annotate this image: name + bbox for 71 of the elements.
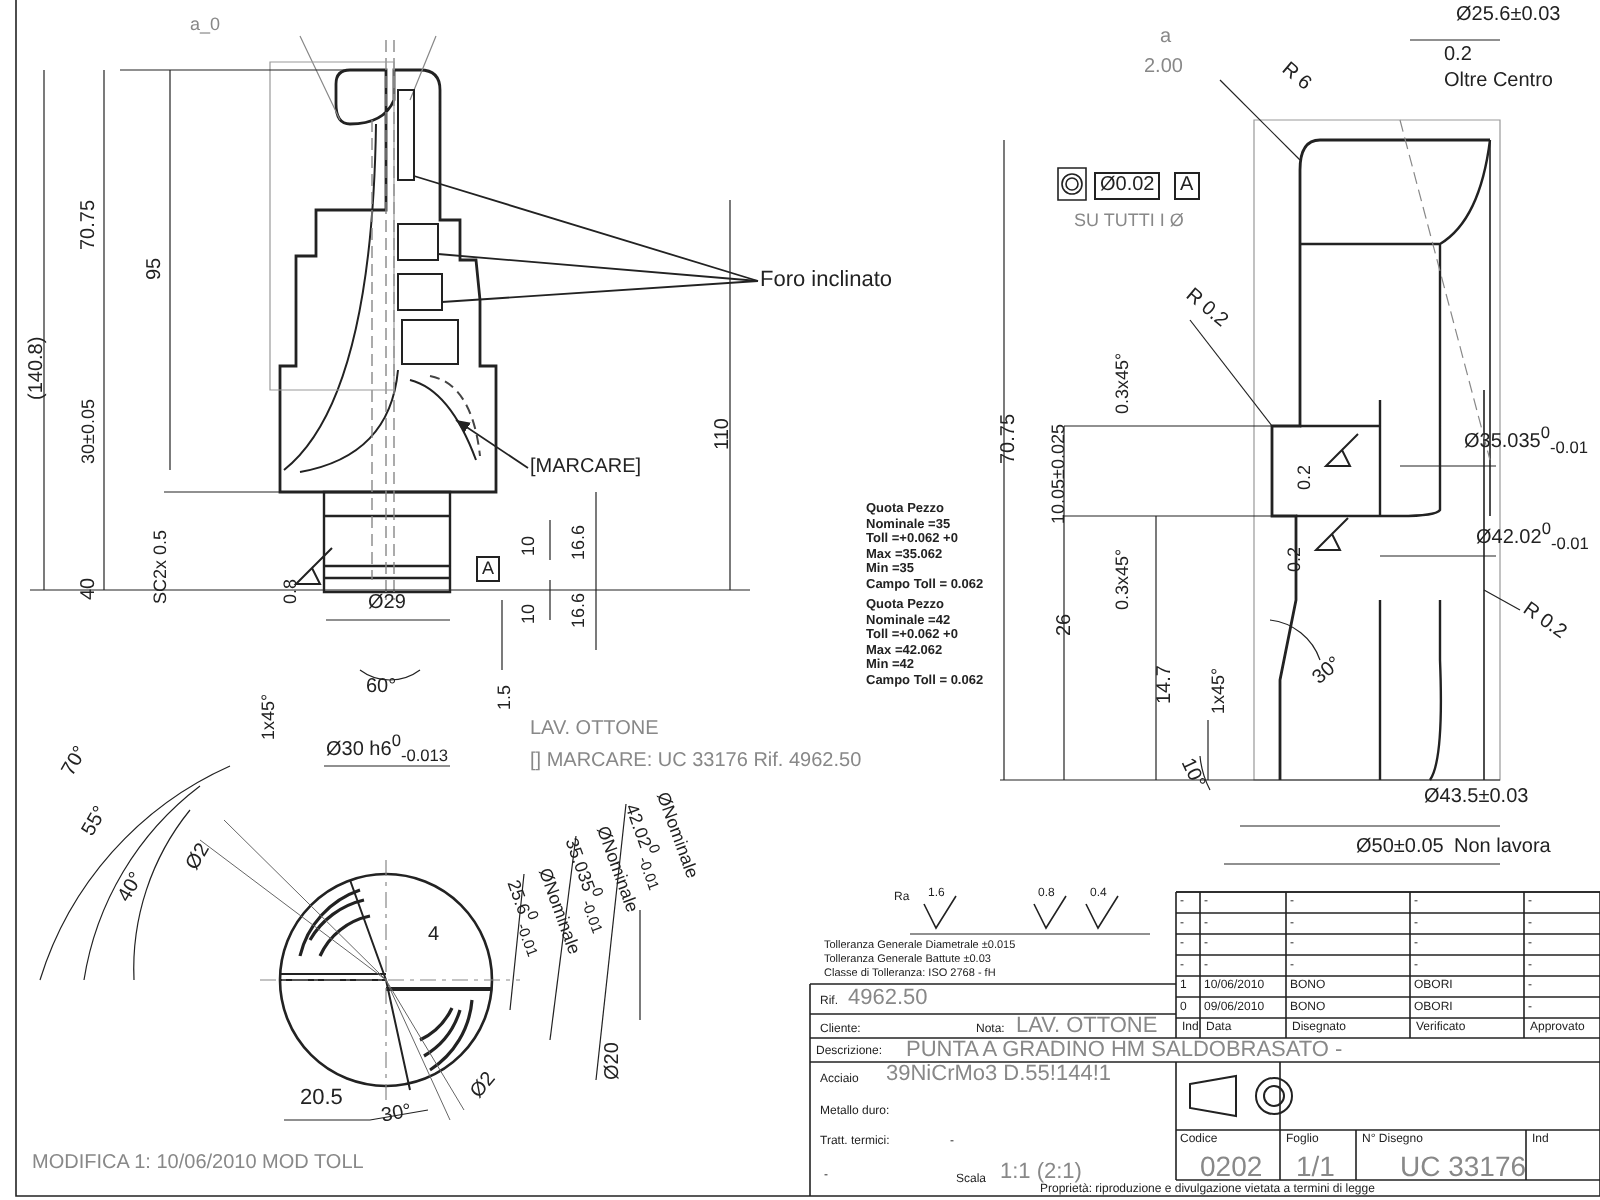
- dimension-text: Ø50±0.05: [1356, 838, 1444, 858]
- dimension-text: Ø43.5±0.03: [1424, 788, 1529, 808]
- callout-label: [MARCARE]: [530, 458, 642, 478]
- leader-line: [455, 419, 529, 469]
- view-label: a_0: [190, 16, 221, 34]
- dimension-text: 95: [146, 257, 166, 280]
- dimension-text: 10°: [1175, 756, 1207, 792]
- leader-line: [441, 280, 759, 303]
- dimension-text: Ø25.6±0.03: [1456, 6, 1561, 26]
- dimension-text: 0.3x45°: [1114, 352, 1132, 414]
- datum-label: A: [476, 556, 501, 582]
- view-label: 2.00: [1144, 58, 1183, 78]
- dimension-text: 4: [428, 926, 440, 946]
- surface-finish-value: 0.8: [282, 578, 300, 604]
- dimension-text: 30°: [1310, 654, 1347, 690]
- dimension-text: 1x45°: [1210, 667, 1228, 714]
- note-text: [] MARCARE: UC 33176 Rif. 4962.50: [530, 752, 862, 772]
- dimension-text: Ø20: [604, 1042, 624, 1080]
- surface-finish-value: 0.2: [1296, 464, 1314, 490]
- dimension-text: Ø29: [368, 594, 406, 614]
- note-text: SU TUTTI I Ø: [1074, 212, 1184, 230]
- dimension-text: 20.5: [300, 1088, 343, 1110]
- dimension-text: 40: [80, 577, 100, 600]
- dimension-text: 55°: [80, 803, 113, 840]
- dimension-text: 1x45°: [260, 693, 278, 740]
- dimension-text: 0.3x45°: [1114, 548, 1132, 610]
- dimension-text: 110: [714, 418, 734, 450]
- dimension-text: 0.2: [1444, 46, 1472, 66]
- dimension-text: (140.8): [28, 336, 48, 400]
- dimension-text: 70.75: [80, 199, 100, 250]
- revision-note: MODIFICA 1: 10/06/2010 MOD TOLL: [32, 1154, 364, 1174]
- inclined-hole: [397, 273, 443, 311]
- callout-label: Foro inclinato: [760, 270, 893, 292]
- dimension-text: R 0.2: [1518, 600, 1570, 644]
- dimension-text: 26: [1056, 613, 1076, 636]
- dimension-text: 1.5: [496, 684, 514, 710]
- datum-label: A: [1174, 172, 1200, 200]
- field-value: UC 33176: [1400, 1152, 1527, 1180]
- dimension-text: R 0.2: [1181, 286, 1231, 333]
- dimension-text: 40°: [116, 869, 149, 906]
- dimension-text: SC2x 0.5: [152, 529, 170, 604]
- marking-area-outline: [429, 375, 481, 457]
- dimension-text: 10: [520, 603, 538, 624]
- inclined-hole: [397, 89, 415, 181]
- field-value: 39NiCrMo3 D.55!144!1: [886, 1064, 1112, 1086]
- field-value: 1/1: [1296, 1152, 1335, 1180]
- leader-line: [413, 175, 759, 282]
- dimension-text: 16.6: [570, 524, 588, 560]
- dimension-text: Ø2: [468, 1069, 501, 1103]
- dimension-text: 10: [520, 535, 538, 556]
- dimension-text: 70.75: [1000, 413, 1020, 464]
- dimension-text: 14.7: [1156, 665, 1176, 704]
- dimension-text: Ø2: [184, 840, 215, 874]
- field-value: 4962.50: [848, 988, 928, 1010]
- dimension-text: 30°: [380, 1102, 414, 1128]
- dimension-text: R 6: [1277, 60, 1314, 96]
- field-value: 1:1 (2:1): [1000, 1162, 1082, 1184]
- field-value: 0202: [1200, 1152, 1263, 1180]
- dimension-text: 10.05±0.025: [1050, 424, 1068, 524]
- dimension-text: Non lavora: [1454, 838, 1551, 858]
- field-value: LAV. OTTONE: [1016, 1016, 1158, 1038]
- dimension-text: 60°: [366, 678, 397, 698]
- view-label: a: [1160, 28, 1172, 48]
- dimension-text: 30±0.05: [80, 399, 98, 464]
- dimension-text: 16.6: [570, 592, 588, 628]
- tolerance-value: Ø0.02: [1094, 172, 1161, 200]
- inclined-hole: [397, 223, 439, 261]
- note-text: LAV. OTTONE: [530, 720, 659, 740]
- field-value: PUNTA A GRADINO HM SALDOBRASATO -: [906, 1040, 1343, 1062]
- dimension-text: Oltre Centro: [1444, 72, 1553, 92]
- dimension-text: 70°: [60, 743, 93, 780]
